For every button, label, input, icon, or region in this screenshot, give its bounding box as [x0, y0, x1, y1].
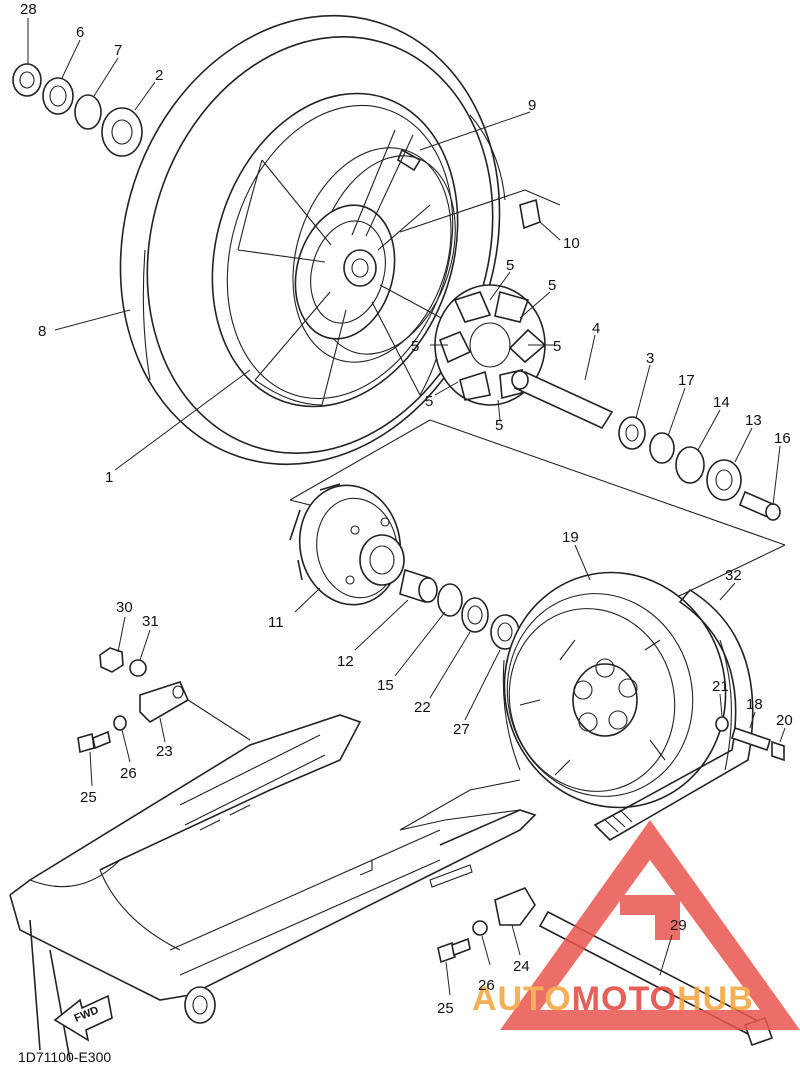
- label-8: 8: [38, 323, 46, 340]
- bearing-stack-right: [618, 416, 781, 521]
- rear-wheel: [119, 14, 506, 466]
- automotohub-logo: AUTOMOTOHUB: [472, 820, 800, 1030]
- leader-lines: [27, 18, 786, 996]
- label-29: 29: [670, 917, 687, 934]
- label-23: 23: [156, 743, 173, 760]
- label-19: 19: [562, 529, 579, 546]
- label-13: 13: [745, 412, 762, 429]
- bearing-stack-left: [12, 63, 143, 157]
- watermark-hub: HUB: [677, 980, 754, 1018]
- label-17: 17: [678, 372, 695, 389]
- label-10: 10: [563, 235, 580, 252]
- label-5-c: 5: [553, 338, 561, 355]
- label-26-left: 26: [120, 765, 137, 782]
- watermark-auto: AUTO: [472, 980, 572, 1018]
- label-4: 4: [592, 320, 600, 337]
- label-1: 1: [105, 469, 113, 486]
- watermark-text: AUTOMOTOHUB: [472, 980, 754, 1018]
- label-24: 24: [513, 958, 530, 975]
- bolt-set-left: [77, 715, 127, 754]
- fwd-arrow: FWD: [53, 994, 113, 1042]
- label-18: 18: [746, 696, 763, 713]
- label-14: 14: [713, 394, 730, 411]
- label-20: 20: [776, 712, 793, 729]
- rear-axle-29: [399, 779, 774, 1047]
- label-12: 12: [337, 653, 354, 670]
- label-27: 27: [453, 721, 470, 738]
- part-labels: 28 6 7 2 9 10 8 1 5 5 5 5 5 5 4 3 17 14 …: [20, 1, 793, 1017]
- pulley-fasteners: [715, 716, 785, 762]
- adjuster-left: [99, 647, 251, 741]
- logo-triangle-mark: [500, 820, 800, 1030]
- label-2: 2: [155, 67, 163, 84]
- label-5-e: 5: [425, 393, 433, 410]
- label-31: 31: [142, 613, 159, 630]
- adjuster-right: [437, 887, 536, 964]
- part-10-clip: [399, 189, 561, 233]
- rear-pulley-19: [502, 571, 732, 809]
- label-3: 3: [646, 350, 654, 367]
- drive-belt-32: [593, 588, 754, 842]
- label-11: 11: [268, 614, 284, 631]
- label-22: 22: [414, 699, 431, 716]
- label-5-f: 5: [495, 417, 503, 434]
- label-6: 6: [76, 24, 84, 41]
- label-28: 28: [20, 1, 37, 18]
- label-21: 21: [712, 678, 729, 695]
- watermark-moto: MOTO: [572, 980, 677, 1018]
- label-32: 32: [725, 567, 742, 584]
- label-5-b: 5: [548, 277, 556, 294]
- label-30: 30: [116, 599, 133, 616]
- label-7: 7: [114, 42, 122, 59]
- swingarm: [9, 714, 537, 1061]
- label-5-a: 5: [506, 257, 514, 274]
- label-25-left: 25: [80, 789, 97, 806]
- axle-collar-4: [511, 370, 614, 430]
- label-15: 15: [377, 677, 394, 694]
- spacer-stack-12-27: [399, 568, 520, 650]
- diagram-code: 1D71100-E300: [18, 1049, 111, 1065]
- label-25-right: 25: [437, 1000, 454, 1017]
- label-9: 9: [528, 97, 536, 114]
- label-16: 16: [774, 430, 791, 447]
- label-5-d: 5: [411, 338, 419, 355]
- driven-flange-11: [289, 483, 405, 606]
- label-26-right: 26: [478, 977, 495, 994]
